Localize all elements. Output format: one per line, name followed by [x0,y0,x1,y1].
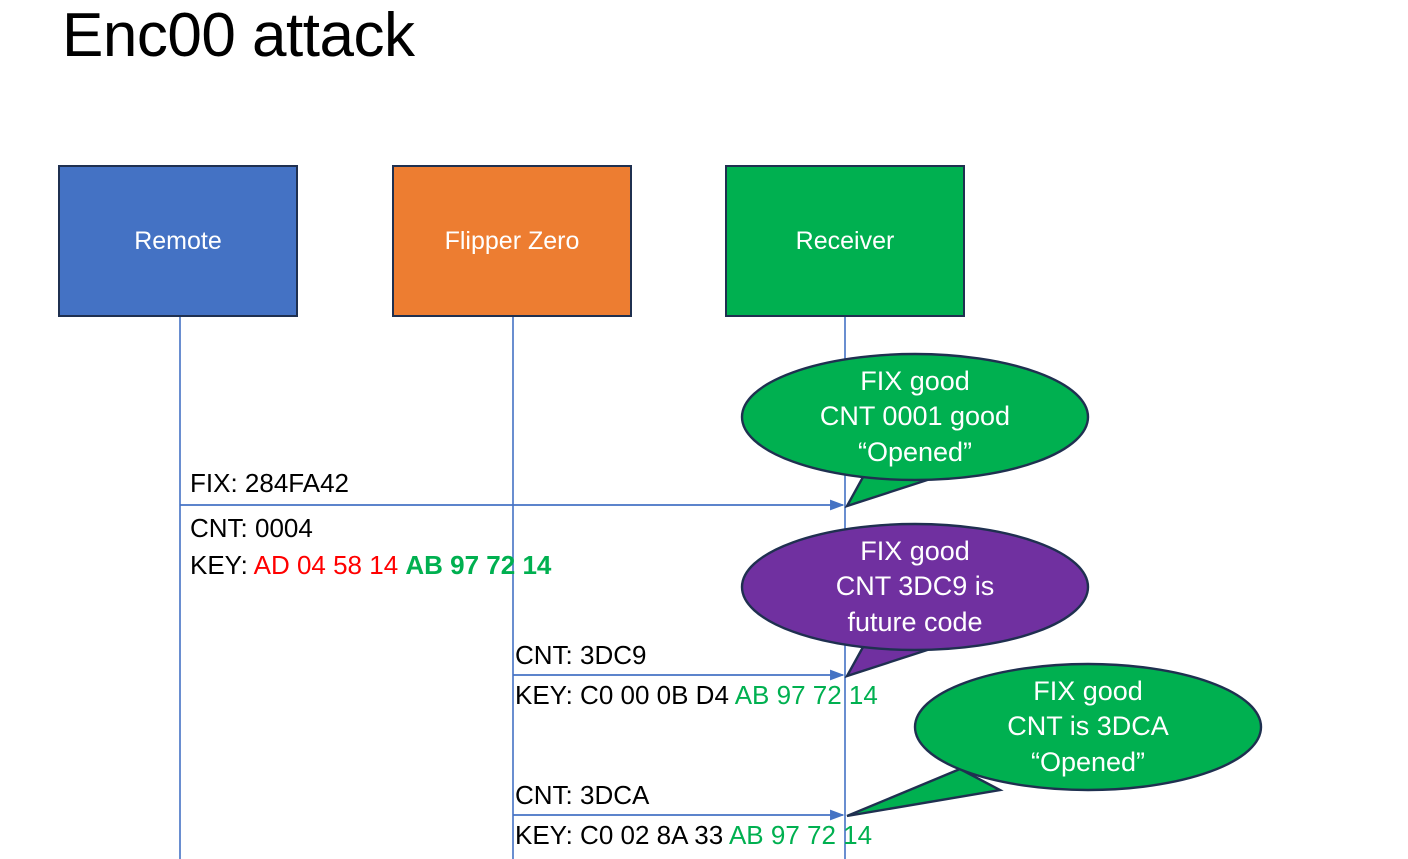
callout-line: CNT 3DC9 is [835,571,995,602]
callout-line: FIX good [1033,675,1143,706]
message-text-msg-1-fix: FIX: 284FA42 [190,470,349,496]
actor-label-receiver: Receiver [795,227,895,255]
actor-box-remote[interactable]: Remote [58,165,298,317]
text-run: KEY: C0 02 8A 33 [515,820,729,850]
actor-box-flipper[interactable]: Flipper Zero [392,165,632,317]
actor-box-receiver[interactable]: Receiver [725,165,965,317]
callout-line: CNT 0001 good [819,401,1011,432]
callout-line: future code [847,606,983,637]
message-text-msg-3-key: KEY: C0 02 8A 33 AB 97 72 14 [515,822,872,848]
text-run: AB 97 72 14 [405,550,552,580]
text-run: FIX: 284FA42 [190,468,349,498]
actor-label-remote: Remote [134,227,222,255]
callout-line: CNT is 3DCA [1007,711,1169,742]
actor-label-flipper: Flipper Zero [444,227,580,255]
text-run: KEY: C0 00 0B D4 [515,680,735,710]
message-text-msg-1-cnt: CNT: 0004 [190,515,313,541]
message-text-msg-2-key: KEY: C0 00 0B D4 AB 97 72 14 [515,682,878,708]
page-title: Enc00 attack [62,1,415,70]
text-run: CNT: 3DC9 [515,640,647,670]
callout-line: “Opened” [857,436,973,467]
callout-line: FIX good [860,535,970,566]
text-run: AD 04 58 14 [253,550,406,580]
message-text-msg-2-cnt: CNT: 3DC9 [515,642,646,668]
message-text-msg-3-cnt: CNT: 3DCA [515,782,649,808]
text-run: KEY: [190,550,254,580]
text-run: AB 97 72 14 [734,680,878,710]
callout-line: “Opened” [1030,746,1146,777]
text-run: AB 97 72 14 [728,820,873,850]
message-text-msg-1-key: KEY: AD 04 58 14 AB 97 72 14 [190,552,551,578]
text-run: CNT: 0004 [190,513,313,543]
callout-line: FIX good [860,365,970,396]
text-run: CNT: 3DCA [515,780,650,810]
